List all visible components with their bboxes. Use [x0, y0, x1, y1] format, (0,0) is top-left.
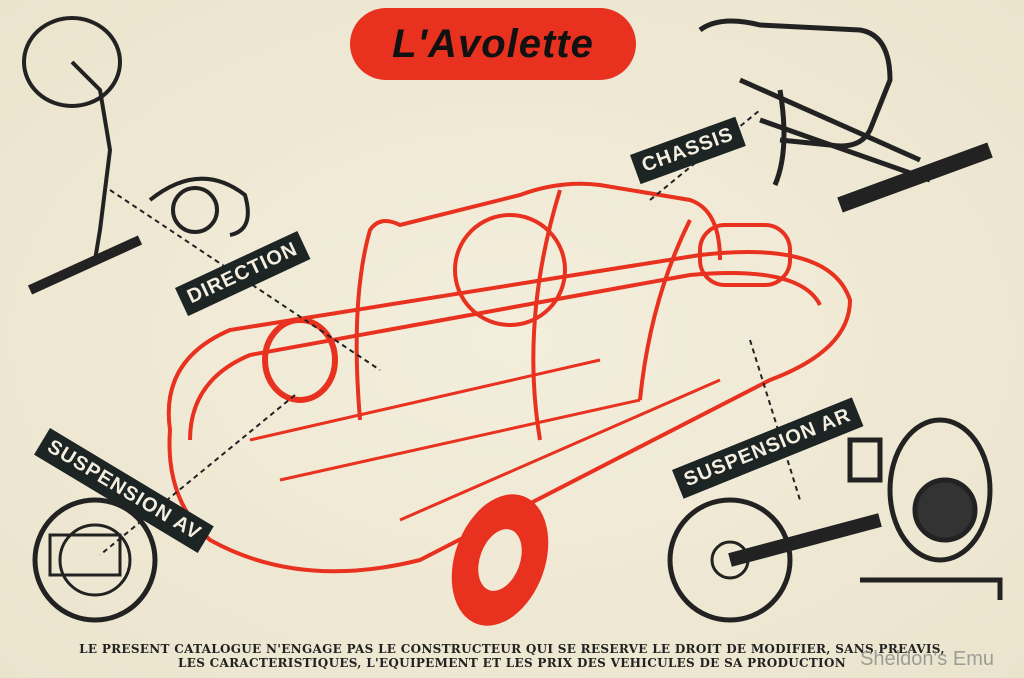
- rear-suspension-detail: [667, 417, 1003, 623]
- title-badge: L'Avolette: [350, 8, 636, 80]
- title-text: L'Avolette: [392, 21, 594, 66]
- chassis-detail: [698, 18, 993, 213]
- footer-line-1: LE PRESENT CATALOGUE N'ENGAGE PAS LE CON…: [79, 642, 945, 656]
- car-illustration: [166, 181, 853, 574]
- watermark: Sheldon's Emu: [860, 648, 994, 670]
- front-suspension-detail: [32, 497, 158, 623]
- footer-line-2: LES CARACTERISTIQUES, L'EQUIPEMENT ET LE…: [178, 656, 846, 670]
- steering-detail: [22, 16, 250, 295]
- front-wheel-red: [451, 494, 549, 626]
- rear-wheel-red: [262, 317, 338, 403]
